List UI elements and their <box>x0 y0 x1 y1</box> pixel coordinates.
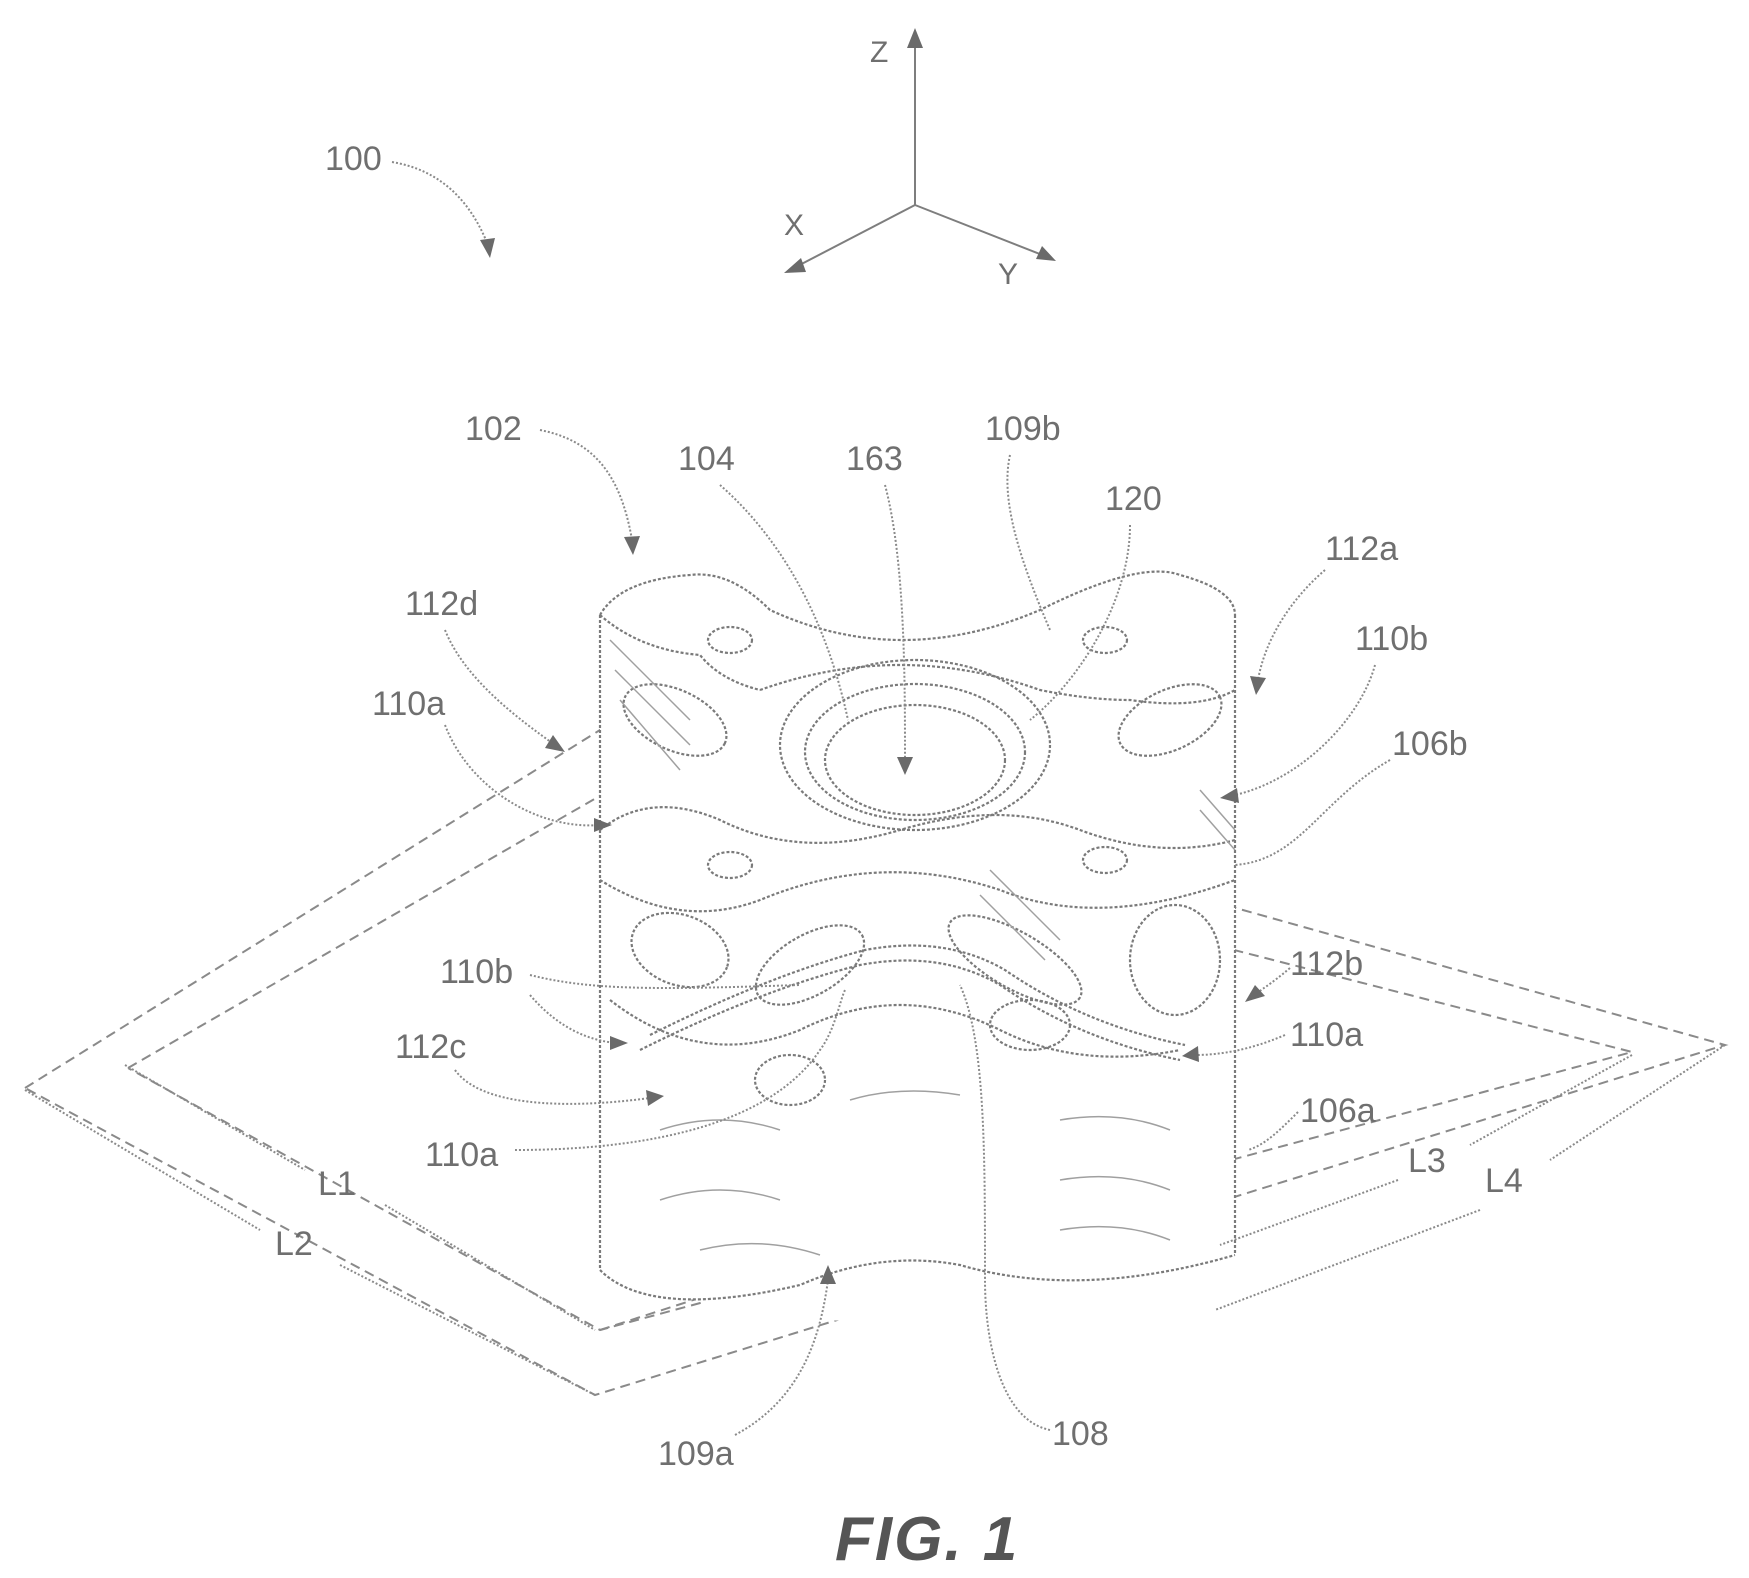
ref-163-label: 163 <box>846 440 903 478</box>
ref-120-label: 120 <box>1105 480 1162 518</box>
ref-110b-left-label: 110b <box>440 953 513 991</box>
z-axis-label: Z <box>870 36 888 69</box>
ref-l4-label: L4 <box>1485 1162 1523 1200</box>
ref-110b-top-label: 110b <box>1355 620 1428 658</box>
ref-110a-right-label: 110a <box>1290 1016 1363 1054</box>
ref-100: 100 <box>325 140 495 258</box>
z-axis-arrowhead <box>907 28 923 48</box>
y-axis-arrowhead <box>1036 246 1056 261</box>
y-axis-label: Y <box>998 258 1018 291</box>
ref-112b-label: 112b <box>1290 945 1363 983</box>
ref-112d-label: 112d <box>405 585 478 623</box>
x-axis-arrowhead <box>784 258 806 273</box>
ref-106a-label: 106a <box>1300 1092 1376 1130</box>
ref-110a-left-label: 110a <box>372 685 445 723</box>
ref-109a-label: 109a <box>658 1435 734 1473</box>
ref-110a-low-label: 110a <box>425 1136 498 1174</box>
ref-102-label: 102 <box>465 410 522 448</box>
ref-112c-label: 112c <box>395 1028 466 1066</box>
ref-108-label: 108 <box>1052 1415 1109 1453</box>
x-axis-label: X <box>784 209 804 242</box>
ref-106b-label: 106b <box>1392 725 1468 763</box>
ref-l2-label: L2 <box>275 1225 313 1263</box>
ref-112a-label: 112a <box>1325 530 1398 568</box>
coordinate-axes: Z X Y <box>784 28 1056 291</box>
ref-100-label: 100 <box>325 140 382 178</box>
figure-caption: FIG. 1 <box>835 1505 1019 1574</box>
ref-l3-label: L3 <box>1408 1142 1446 1180</box>
y-axis-line <box>915 205 1050 258</box>
x-axis-line <box>790 205 915 270</box>
implant-body <box>600 572 1235 1322</box>
ref-109b-label: 109b <box>985 410 1061 448</box>
ref-104-label: 104 <box>678 440 735 478</box>
ref-l1-label: L1 <box>318 1165 356 1203</box>
